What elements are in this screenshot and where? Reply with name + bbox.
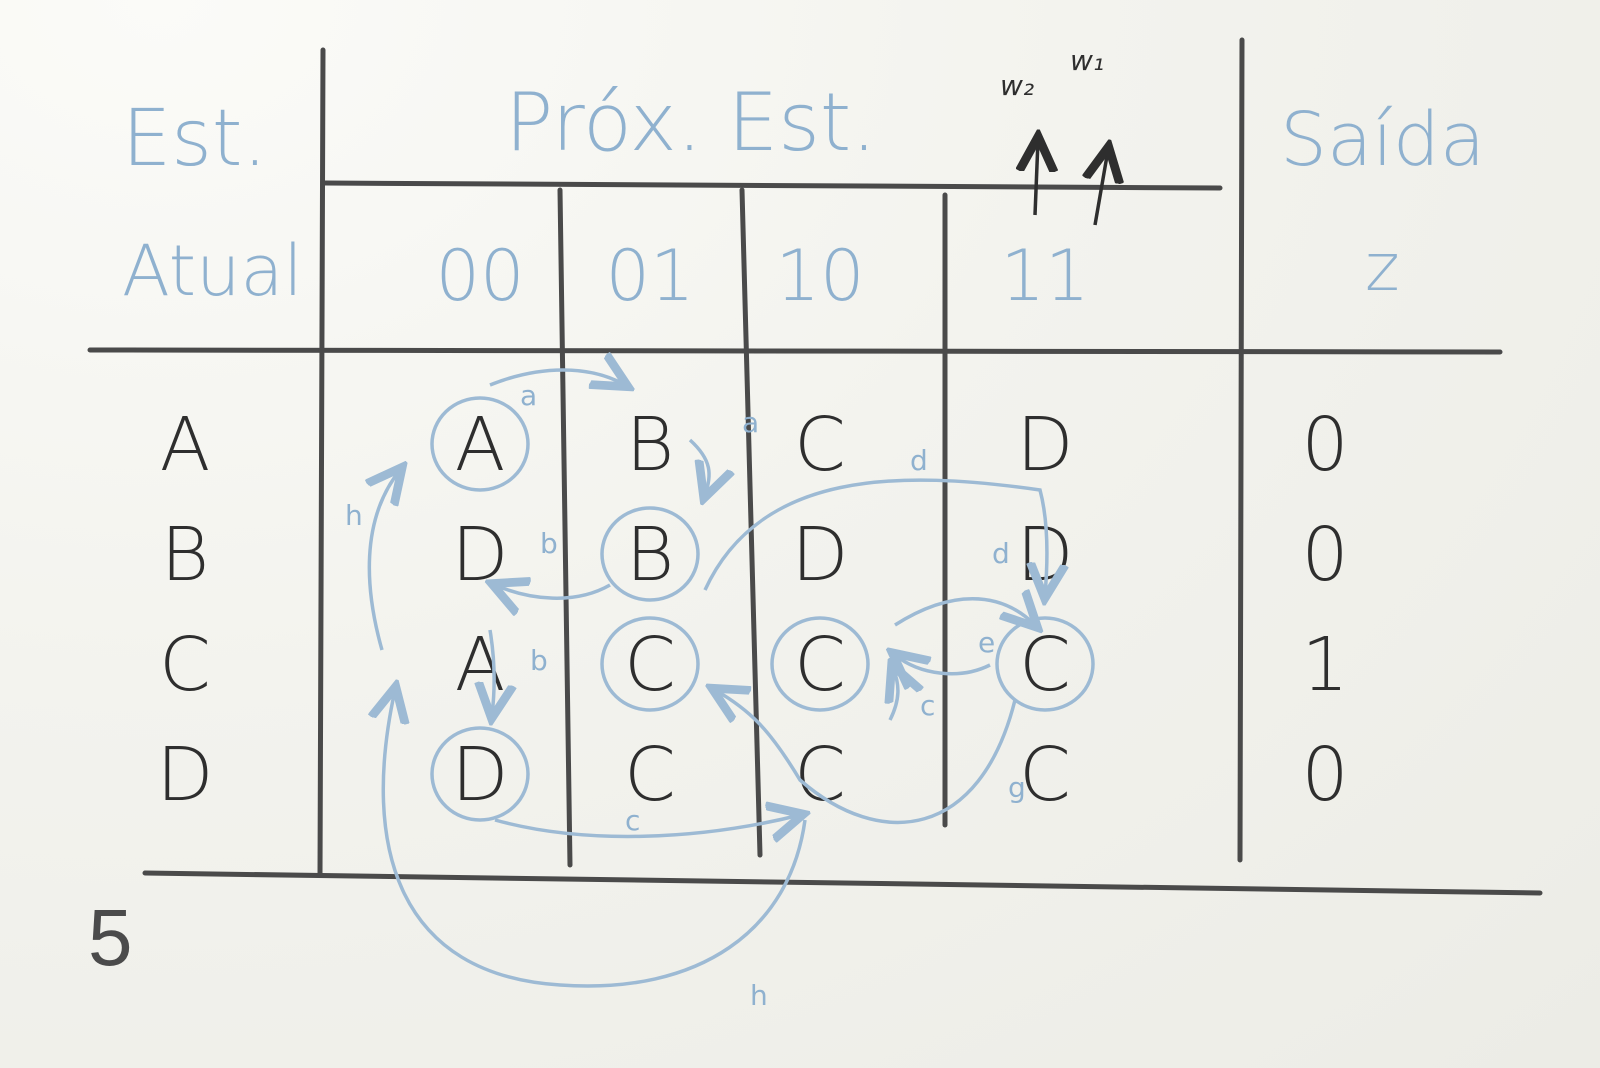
circle-mark bbox=[430, 726, 530, 822]
column-header-11: 11 bbox=[1000, 235, 1089, 317]
next-state-cell: B bbox=[626, 402, 674, 488]
header-subrule bbox=[322, 180, 1223, 191]
arrow-b-1 bbox=[495, 585, 611, 598]
current-state-C: C bbox=[159, 622, 211, 708]
arrow-d-1 bbox=[703, 478, 1047, 595]
circle-mark bbox=[600, 506, 700, 602]
current-state-B: B bbox=[161, 512, 209, 598]
output-value: 0 bbox=[1301, 732, 1348, 818]
output-value: 0 bbox=[1301, 512, 1348, 598]
next-state-cell: D bbox=[1017, 402, 1074, 488]
arrow-w2 bbox=[1035, 140, 1038, 216]
next-state-cell: C bbox=[624, 622, 676, 708]
annotation-letter: h bbox=[345, 499, 363, 532]
arrow-e bbox=[715, 690, 1017, 825]
annotation-letter: b bbox=[530, 644, 548, 677]
annotation-letter: b bbox=[540, 527, 558, 560]
next-state-cell: C bbox=[1019, 622, 1071, 708]
input-label-w2: w₂ bbox=[1000, 69, 1034, 102]
annotation-letter: h bbox=[750, 979, 768, 1012]
annotation-letter: g bbox=[1008, 771, 1026, 804]
output-value: 1 bbox=[1301, 622, 1348, 708]
annotation-letter: c bbox=[920, 689, 935, 722]
table-grid bbox=[87, 37, 1543, 896]
arrow-a-2 bbox=[688, 438, 709, 495]
transition-sketch bbox=[369, 370, 1047, 988]
arrow-d-2 bbox=[894, 599, 1035, 625]
bottom-rule bbox=[142, 870, 1543, 896]
arrow-w1 bbox=[1095, 150, 1108, 226]
next-state-cell: D bbox=[452, 512, 509, 598]
column-header-10: 10 bbox=[775, 235, 864, 317]
next-state-cell: B bbox=[626, 512, 674, 598]
col-divider-1 bbox=[557, 187, 573, 868]
header-output-var: z bbox=[1365, 229, 1400, 306]
arrow-c-2 bbox=[890, 668, 898, 721]
arrow-h-1 bbox=[369, 470, 400, 651]
header-rule bbox=[87, 347, 1503, 355]
output-value: 0 bbox=[1301, 402, 1348, 488]
next-state-cell: D bbox=[452, 732, 509, 818]
next-state-cell: C bbox=[794, 622, 846, 708]
arrow-a-1 bbox=[489, 370, 625, 385]
arrow-b-2 bbox=[490, 629, 494, 715]
current-state-D: D bbox=[157, 732, 214, 818]
header-current-state-1: Est. bbox=[122, 94, 267, 184]
page-number: 5 bbox=[88, 893, 133, 982]
circle-mark bbox=[430, 396, 530, 492]
next-state-cell: A bbox=[455, 402, 506, 488]
annotation-letter: d bbox=[910, 444, 928, 477]
next-state-cell: D bbox=[792, 512, 849, 598]
next-state-cell: C bbox=[624, 732, 676, 818]
header-current-state-2: Atual bbox=[122, 230, 303, 312]
col-divider-2 bbox=[739, 187, 763, 858]
annotation-letter: d bbox=[992, 537, 1010, 570]
divider-right bbox=[1237, 37, 1245, 863]
annotation-letter: e bbox=[978, 626, 995, 659]
header-next-state: Próx. Est. bbox=[505, 76, 877, 169]
circle-mark bbox=[600, 616, 700, 712]
arrow-h-2 bbox=[383, 690, 807, 988]
input-label-w1: w₁ bbox=[1070, 44, 1104, 77]
header-output: Saída bbox=[1280, 97, 1485, 183]
circle-mark bbox=[995, 616, 1095, 712]
arrow-g bbox=[895, 655, 991, 674]
annotation-letter: c bbox=[625, 804, 640, 837]
annotation-letter: a bbox=[742, 406, 759, 439]
column-header-01: 01 bbox=[605, 235, 694, 317]
circle-mark bbox=[770, 616, 870, 712]
next-state-cell: C bbox=[1019, 732, 1071, 818]
current-state-A: A bbox=[160, 402, 211, 488]
divider-left bbox=[317, 47, 326, 878]
next-state-cell: C bbox=[794, 402, 846, 488]
arrow-c-1 bbox=[494, 815, 800, 836]
annotation-letter: a bbox=[520, 379, 537, 412]
next-state-cell: A bbox=[455, 622, 506, 708]
column-header-00: 00 bbox=[435, 235, 524, 317]
